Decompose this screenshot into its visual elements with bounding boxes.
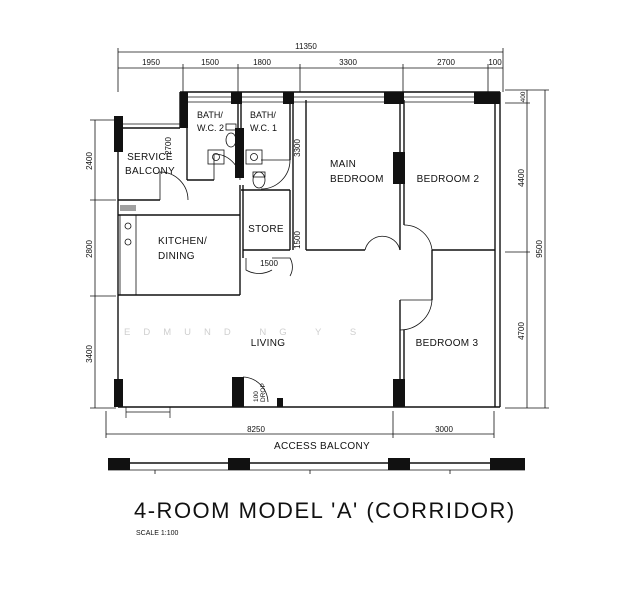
room-bath-2-line1: BATH/ <box>197 110 223 120</box>
left-dimensions <box>90 119 116 409</box>
dim-top-5: 2700 <box>437 58 455 67</box>
room-living: LIVING <box>251 338 286 349</box>
dim-bottom-2: 3000 <box>435 425 453 434</box>
room-bath-2-line2: W.C. 2 <box>197 123 224 133</box>
dim-top-6: 100 <box>488 58 502 67</box>
watermark: EDMUND NG Y S <box>124 327 369 338</box>
plan-title: 4-ROOM MODEL 'A' (CORRIDOR) <box>134 498 516 523</box>
bath-fixtures <box>207 123 266 189</box>
room-access-balcony: ACCESS BALCONY <box>274 441 370 452</box>
dim-inner-2: 3300 <box>293 139 302 157</box>
dim-right-1: 400 <box>520 91 527 102</box>
room-service-balcony-line1: SERVICE <box>127 152 173 163</box>
drop-label-2: DROP <box>260 383 267 402</box>
room-bedroom-3: BEDROOM 3 <box>416 338 479 349</box>
dim-inner-1: 2700 <box>164 137 173 155</box>
corridor-rail <box>108 458 525 474</box>
room-store: STORE <box>248 224 284 235</box>
dim-right-2: 4400 <box>517 169 526 187</box>
dim-top-3: 1800 <box>253 58 271 67</box>
room-kitchen-line2: DINING <box>158 251 195 262</box>
room-service-balcony-line2: BALCONY <box>125 166 175 177</box>
room-bath-1-line2: W.C. 1 <box>250 123 277 133</box>
bottom-dimensions <box>105 411 495 438</box>
columns <box>114 92 500 407</box>
plan-scale: SCALE 1:100 <box>136 530 179 537</box>
room-kitchen-line1: KITCHEN/ <box>158 236 207 247</box>
drop-label-1: 100 <box>253 391 260 402</box>
dim-inner-4: 1500 <box>260 259 278 268</box>
kitchen-counter <box>119 205 137 296</box>
right-dimensions <box>505 89 549 409</box>
dim-inner-3: 1500 <box>293 231 302 249</box>
dim-bottom-1: 8250 <box>247 425 265 434</box>
dim-left-1: 2400 <box>85 152 94 170</box>
walls <box>117 91 501 408</box>
dim-right-total: 9500 <box>535 240 544 258</box>
dim-left-3: 3400 <box>85 345 94 363</box>
dim-top-1: 1950 <box>142 58 160 67</box>
dim-top-total: 11350 <box>295 42 317 51</box>
room-bath-1-line1: BATH/ <box>250 110 276 120</box>
door-swings <box>159 153 433 403</box>
dim-right-3: 4700 <box>517 322 526 340</box>
dim-top-4: 3300 <box>339 58 357 67</box>
dim-left-2: 2800 <box>85 240 94 258</box>
top-dimensions <box>117 48 504 92</box>
room-main-bedroom-line2: BEDROOM <box>330 174 384 185</box>
dim-top-2: 1500 <box>201 58 219 67</box>
room-main-bedroom-line1: MAIN <box>330 159 356 170</box>
room-bedroom-2: BEDROOM 2 <box>417 174 480 185</box>
